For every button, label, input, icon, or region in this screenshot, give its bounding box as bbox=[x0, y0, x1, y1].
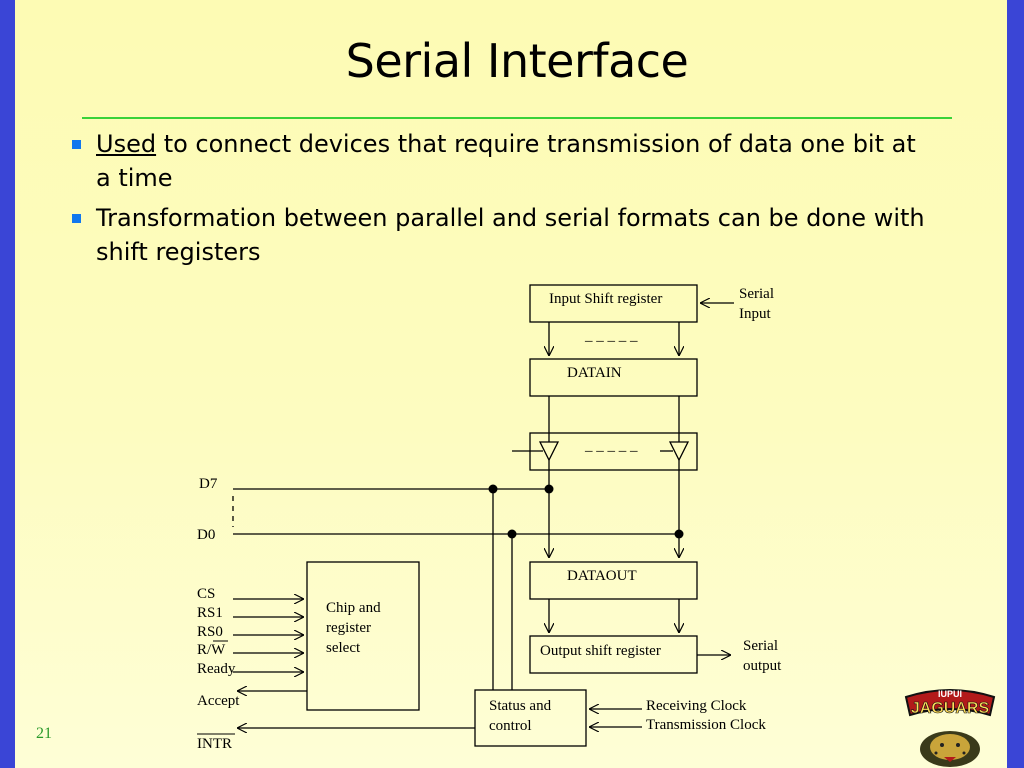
junction-dot bbox=[544, 484, 554, 494]
bit-dashes-top: – – – – – bbox=[584, 333, 638, 349]
status-control-label-1: Status and bbox=[489, 698, 552, 714]
output-shift-register-label: Output shift register bbox=[540, 643, 661, 659]
tristate-buffer-left bbox=[538, 441, 560, 462]
serial-input-label-1: Serial bbox=[739, 286, 774, 302]
chip-select-label-3: select bbox=[326, 640, 361, 656]
jaguars-logo: IUPUI JAGUARS bbox=[904, 689, 996, 767]
transmission-clock-label: Transmission Clock bbox=[646, 717, 766, 733]
chip-register-select-box bbox=[306, 561, 420, 711]
ready-label: Ready bbox=[197, 661, 236, 677]
title-underline bbox=[82, 117, 952, 119]
dataout-box bbox=[529, 561, 698, 600]
right-accent-bar bbox=[1007, 0, 1024, 768]
bullet-square-icon bbox=[72, 140, 81, 149]
logo-top-text: IUPUI bbox=[938, 689, 962, 699]
dataout-label: DATAOUT bbox=[567, 568, 637, 584]
accept-label: Accept bbox=[197, 693, 240, 709]
input-shift-register-box bbox=[529, 284, 698, 323]
bullet-text: Transformation between parallel and seri… bbox=[96, 204, 925, 266]
rs0-label: RS0 bbox=[197, 624, 223, 640]
bullet-highlight-link[interactable]: Used bbox=[96, 130, 157, 158]
junction-dot bbox=[507, 529, 517, 539]
bullet-text: to connect devices that require transmis… bbox=[96, 130, 916, 192]
bullet-list: Used to connect devices that require tra… bbox=[72, 127, 932, 275]
rs1-label: RS1 bbox=[197, 605, 223, 621]
serial-output-label-2: output bbox=[743, 658, 782, 674]
junction-dot bbox=[674, 529, 684, 539]
datain-box bbox=[529, 358, 698, 397]
chip-select-label-1: Chip and bbox=[326, 600, 381, 616]
d0-label: D0 bbox=[197, 527, 215, 543]
rw-label: R/W bbox=[197, 642, 226, 658]
tristate-buffer-right bbox=[668, 441, 690, 462]
serial-output-label-1: Serial bbox=[743, 638, 778, 654]
datain-label: DATAIN bbox=[567, 365, 622, 381]
intr-label: INTR bbox=[197, 736, 232, 752]
cs-label: CS bbox=[197, 586, 215, 602]
bit-dashes-buffer: – – – – – bbox=[584, 443, 638, 459]
bullet-square-icon bbox=[72, 214, 81, 223]
slide-title: Serial Interface bbox=[345, 34, 689, 88]
status-control-label-2: control bbox=[489, 718, 532, 734]
chip-select-label-2: register bbox=[326, 620, 371, 636]
input-shift-register-label: Input Shift register bbox=[549, 291, 662, 307]
receiving-clock-label: Receiving Clock bbox=[646, 698, 747, 714]
logo-main-text: JAGUARS bbox=[911, 700, 990, 717]
status-control-box bbox=[474, 689, 587, 747]
serial-input-label-2: Input bbox=[739, 306, 771, 322]
slide-page-number: 21 bbox=[36, 725, 52, 742]
junction-dot bbox=[488, 484, 498, 494]
bullet-item: Used to connect devices that require tra… bbox=[72, 127, 932, 195]
left-accent-bar bbox=[0, 0, 15, 768]
d7-label: D7 bbox=[199, 476, 218, 492]
bullet-item: Transformation between parallel and seri… bbox=[72, 201, 932, 269]
